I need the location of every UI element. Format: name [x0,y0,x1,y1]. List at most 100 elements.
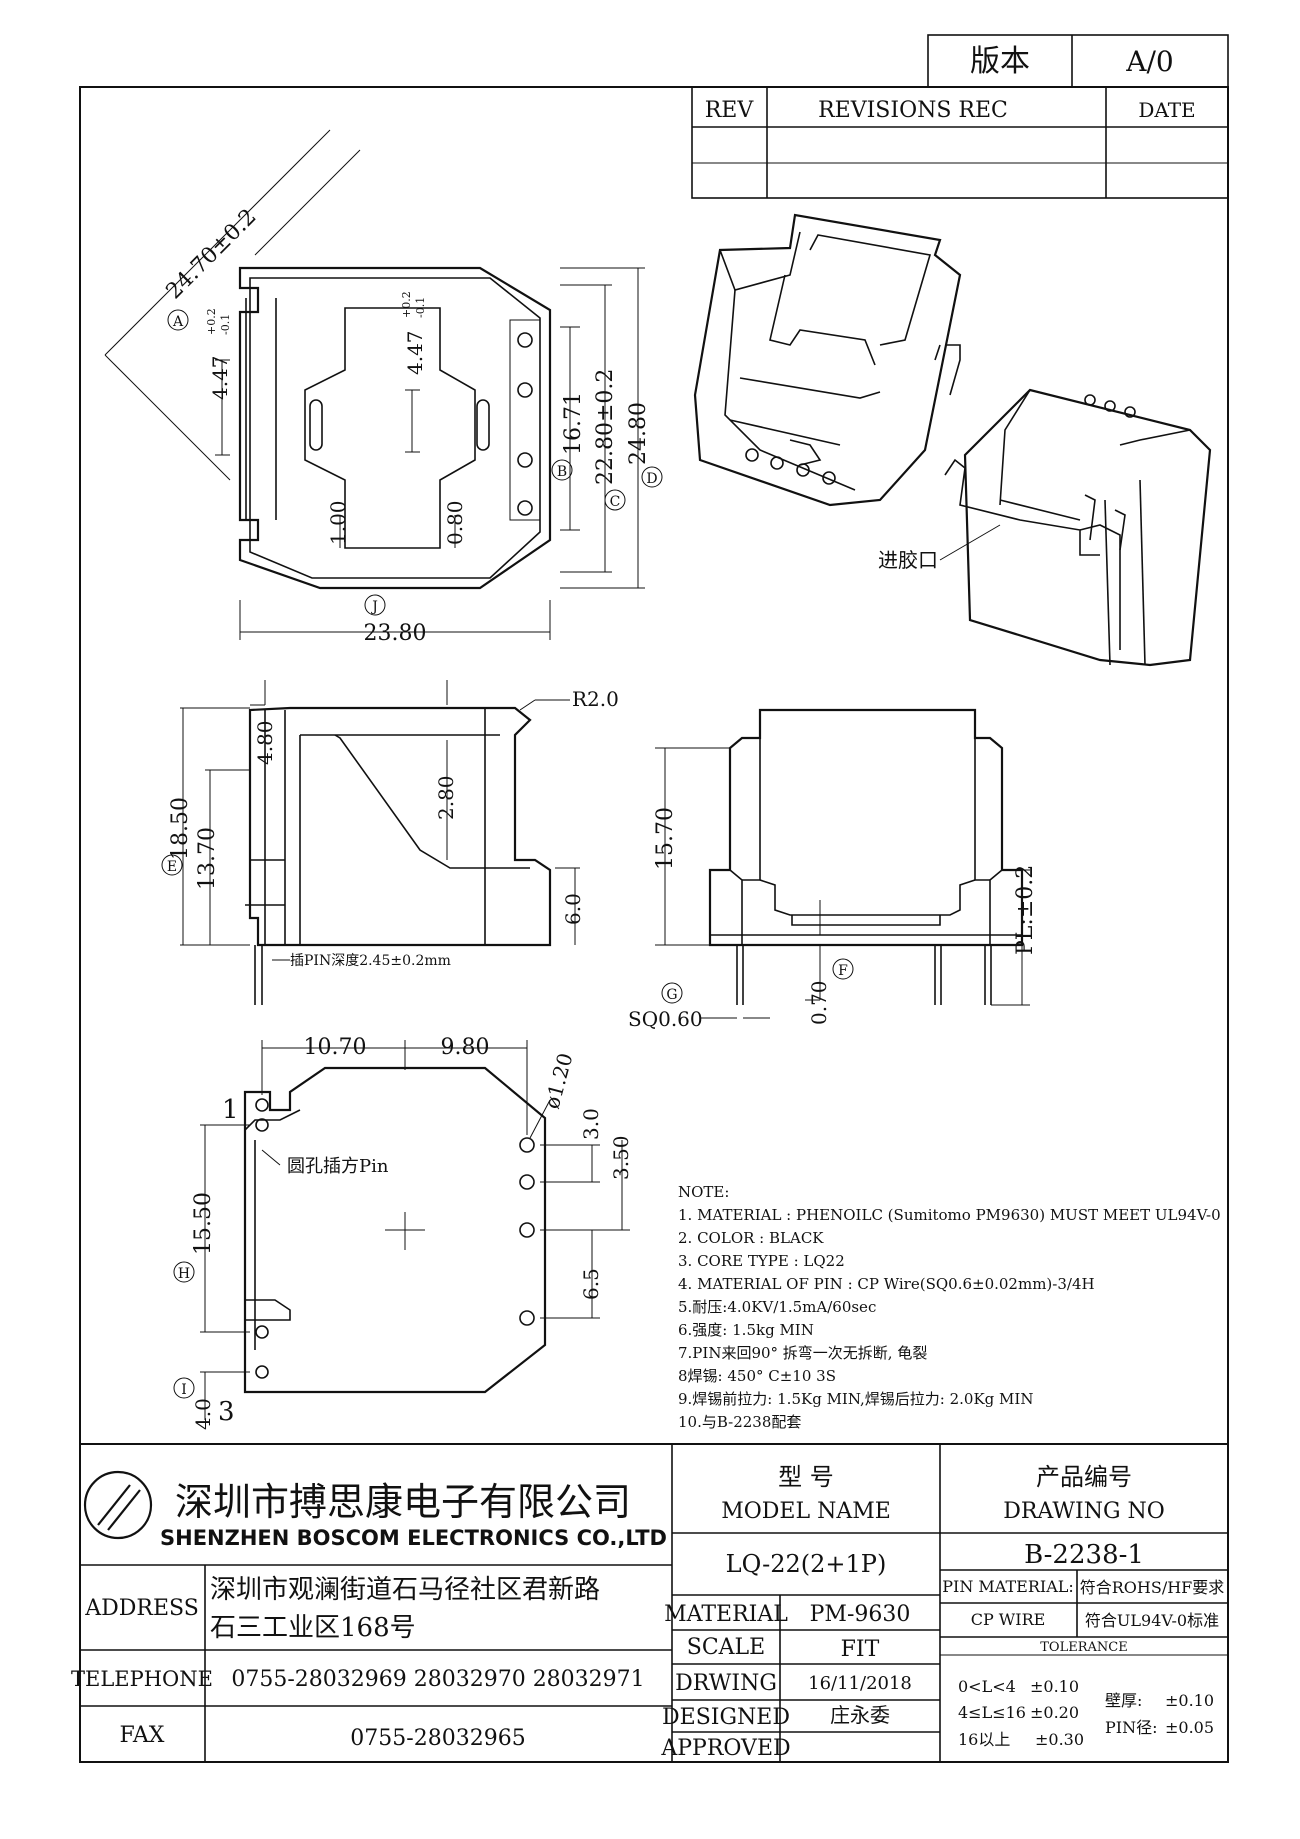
side-dim-d: 13.70 [195,827,220,890]
top-marker-d: D [641,466,663,488]
bottom-dim-35: 3.50 [609,1135,633,1180]
note-line-8: 8焊锡: 450° C±10 3S [678,1367,836,1385]
top-tol-plus-left: +0.2 [205,308,218,335]
front-sq: SQ0.60 [628,1007,703,1031]
side-dim-e: 6.0 [561,893,585,925]
front-pin-len: 0.70 [807,980,831,1025]
gate-label: 进胶口 [878,548,938,572]
top-tol-minus-right: -0.1 [414,297,427,318]
version-label: 版本 [970,44,1030,79]
ul-compliance: 符合UL94V-0标准 [1085,1611,1219,1630]
side-marker-e: E [161,854,183,876]
material-label: MATERIAL [664,1602,788,1627]
top-marker-a: A [167,309,189,331]
approved-label: APPROVED [660,1736,790,1761]
pin-diameter-value: ±0.05 [1165,1718,1214,1737]
top-marker-b: B [551,459,573,481]
designed-label: DESIGNED [662,1705,790,1730]
svg-text:C: C [610,494,621,510]
material-value: PM-9630 [810,1602,911,1627]
drawing-label: DRWING [675,1671,777,1696]
version-value: A/0 [1125,45,1173,78]
svg-text:J: J [370,599,378,615]
drawing-no-label-cn: 产品编号 [1036,1463,1132,1491]
tolerance-value-1: ±0.10 [1030,1677,1079,1696]
top-height-1: 16.71 [561,392,586,455]
note-line-3: 3. CORE TYPE : LQ22 [678,1252,845,1270]
designed-value: 庄永委 [830,1703,890,1727]
scale-value: FIT [841,1637,880,1662]
bottom-dim-30: 3.0 [579,1108,603,1140]
top-height-3: 24.80 [626,402,651,465]
wall-thickness-value: ±0.10 [1165,1691,1214,1710]
bottom-pin-1: 1 [222,1095,239,1125]
bottom-dim-155: 15.50 [191,1192,216,1255]
bottom-dim-left: 10.70 [304,1035,367,1060]
note-line-2: 2. COLOR : BLACK [678,1229,824,1247]
note-line-6: 6.强度: 1.5kg MIN [678,1321,814,1339]
bottom-dim-65: 6.5 [579,1268,603,1300]
tolerance-range-3: 16以上 [958,1730,1010,1749]
tolerance-label: TOLERANCE [1040,1640,1127,1655]
address-label: ADDRESS [84,1596,199,1621]
pin-material-value: CP WIRE [971,1610,1046,1629]
title-block [80,1443,1228,1762]
company-name-en: SHENZHEN BOSCOM ELECTRONICS CO.,LTD [160,1526,667,1550]
bottom-note: 圆孔插方Pin [287,1156,389,1177]
side-radius: R2.0 [572,687,619,711]
notes: NOTE: 1. MATERIAL : PHENOILC (Sumitomo P… [678,1183,1221,1431]
top-tol-minus-left: -0.1 [219,314,232,335]
iso-view-bobbin-bottom [944,388,1212,667]
top-height-2: 22.80±0.2 [593,369,618,485]
address-line-2: 石三工业区168号 [210,1613,416,1643]
rev-header: REV [705,98,755,123]
note-line-1: 1. MATERIAL : PHENOILC (Sumitomo PM9630)… [678,1206,1221,1224]
top-marker-c: C [604,489,626,511]
company-logo [83,1470,153,1540]
drawing-no-value: B-2238-1 [1024,1540,1144,1570]
version-box: 版本 A/0 [927,34,1229,88]
top-width: 23.80 [364,621,427,646]
side-dim-a: 4.80 [253,720,277,765]
bottom-dim-right: 9.80 [441,1035,490,1060]
rohs-compliance: 符合ROHS/HF要求 [1080,1578,1225,1597]
top-marker-j: J [364,594,386,616]
svg-text:D: D [646,471,657,487]
top-view [104,129,645,640]
svg-text:A: A [172,314,184,330]
top-tol-plus-right: +0.2 [400,291,413,318]
drawing-no-label-en: DRAWING NO [1003,1499,1165,1524]
drawing-date: 16/11/2018 [808,1673,912,1694]
telephone-label: TELEPHONE [71,1667,213,1691]
telephone-value: 0755-28032969 28032970 28032971 [231,1667,644,1692]
side-pin-depth: 插PIN深度2.45±0.2mm [290,953,451,969]
front-pl: PL:±0.2 [1013,865,1038,955]
side-view [180,680,580,1005]
note-line-10: 10.与B-2238配套 [678,1413,801,1431]
iso-view-bobbin-top [693,213,962,507]
pin-diameter-label: PIN径: [1105,1718,1157,1737]
note-line-5: 5.耐压:4.0KV/1.5mA/60sec [678,1298,876,1316]
svg-text:B: B [557,464,567,480]
front-height: 15.70 [653,807,678,870]
svg-text:F: F [838,963,848,979]
pin-material-label: PIN MATERIAL: [942,1577,1074,1596]
tolerance-range-1: 0<L<4 [958,1677,1016,1696]
bottom-marker-i: I [173,1377,195,1399]
revision-table: REV REVISIONS REC DATE [691,86,1229,199]
drawing-border [79,86,1229,1763]
front-marker-f: F [832,958,854,980]
date-header: DATE [1138,98,1195,122]
top-diag-dim: 24.70±0.2 [162,204,262,304]
svg-text:E: E [167,859,177,875]
fax-label: FAX [120,1723,165,1748]
bottom-view [200,1040,630,1420]
bottom-pin-3: 3 [218,1397,235,1427]
model-label-en: MODEL NAME [721,1499,891,1524]
model-label-cn: 型 号 [778,1463,834,1491]
svg-text:H: H [178,1266,190,1282]
tolerance-value-2: ±0.20 [1030,1703,1079,1722]
note-line-9: 9.焊锡前拉力: 1.5Kg MIN,焊锡后拉力: 2.0Kg MIN [678,1390,1033,1408]
bottom-dim-40: 4.0 [191,1398,215,1430]
address-line-1: 深圳市观澜街道石马径社区君新路 [210,1575,600,1605]
